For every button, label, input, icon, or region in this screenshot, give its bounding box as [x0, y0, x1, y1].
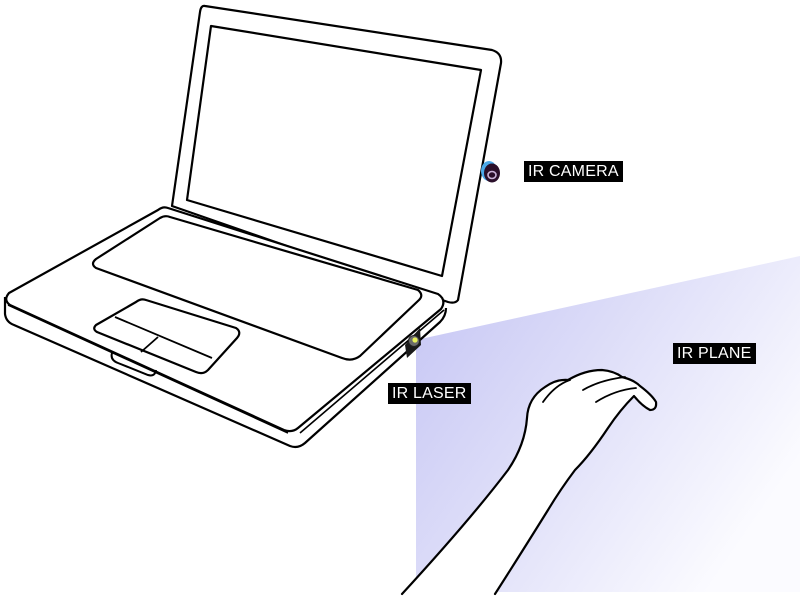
- ir-camera-label: IR CAMERA: [524, 161, 623, 182]
- laptop-latch: [110, 352, 157, 377]
- laptop-base-edge: [3, 297, 448, 449]
- ir-camera-device: [481, 161, 500, 183]
- ir-plane-label: IR PLANE: [673, 343, 756, 364]
- hand-arm: [400, 368, 658, 596]
- laptop-display: [185, 24, 483, 278]
- keyboard-area: [91, 215, 423, 361]
- ir-laser-device: [405, 328, 421, 358]
- ir-laser-label: IR LASER: [388, 383, 471, 404]
- finger-lines: [542, 376, 637, 403]
- trackpad-button-line: [114, 316, 213, 359]
